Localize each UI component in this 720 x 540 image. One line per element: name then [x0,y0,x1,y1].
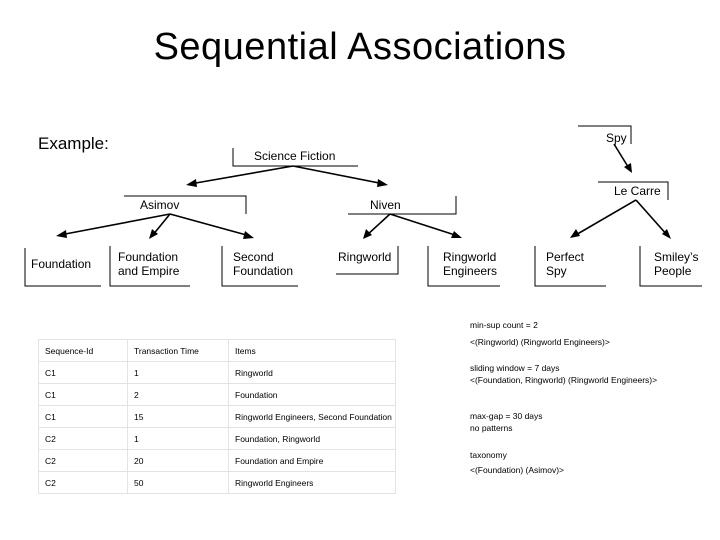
node-foundation-and-empire-line1: Foundation [118,250,179,264]
node-perfect-spy-line1: Perfect [546,250,585,264]
node-second-foundation: Second Foundation [233,250,293,278]
table-row: C2 1 Foundation, Ringworld [38,427,396,450]
edge-niven-ringworld [365,213,391,237]
cell-sequence-id: C2 [38,471,128,494]
node-ringworld: Ringworld [338,250,392,264]
cell-sequence-id: C1 [38,383,128,406]
edge-lecarre-perfect-spy [573,199,637,237]
header-transaction-time: Transaction Time [127,339,229,362]
table-row: C2 50 Ringworld Engineers [38,471,396,494]
node-foundation-and-empire: Foundation and Empire [118,250,179,278]
table-row: C1 15 Ringworld Engineers, Second Founda… [38,405,396,428]
cell-transaction-time: 2 [127,383,229,406]
edge-scifi-asimov [189,165,294,185]
arrowhead-ringworld [363,229,372,239]
note-line: taxonomy [470,450,507,460]
cell-sequence-id: C1 [38,405,128,428]
arrowhead-foundation [56,230,67,238]
edge-asimov-foundation [59,213,171,236]
edge-niven-ringworld-engineers [389,213,459,237]
cell-transaction-time: 1 [127,361,229,384]
arrowhead-niven [377,179,388,187]
cell-transaction-time: 1 [127,427,229,450]
note-line: no patterns [470,423,513,433]
foundation-leaf-bracket [24,248,101,287]
edge-asimov-second-foundation [169,213,251,237]
slide-title: Sequential Associations [153,26,567,68]
science-fiction-bracket [232,148,358,167]
arrowhead-smileys-people [662,229,671,239]
foundation-and-empire-leaf-bracket [109,246,190,287]
cell-items: Foundation, Ringworld [228,427,396,450]
node-science-fiction: Science Fiction [254,149,336,163]
cell-sequence-id: C1 [38,361,128,384]
cell-items: Foundation [228,383,396,406]
cell-items: Ringworld Engineers, Second Foundation [228,405,396,428]
niven-bracket [348,196,457,215]
note-line: min-sup count = 2 [470,320,538,330]
spy-bracket [578,125,632,144]
node-second-foundation-line2: Foundation [233,264,294,278]
arrowhead-second-foundation [243,231,254,239]
node-spy: Spy [606,131,627,145]
node-le-carre: Le Carre [614,184,661,198]
node-ringworld-engineers-line2: Engineers [443,264,498,278]
node-smileys-people-line2: People [654,264,692,278]
perfect-spy-leaf-bracket [534,246,606,287]
node-perfect-spy: Perfect Spy [546,250,584,278]
header-items: Items [228,339,396,362]
node-ringworld-engineers: Ringworld Engineers [443,250,497,278]
note-max-gap: max-gap = 30 days no patterns [470,410,543,434]
asimov-bracket [124,195,247,214]
arrowhead-perfect-spy [570,229,580,238]
node-niven: Niven [370,198,401,212]
node-second-foundation-line1: Second [233,250,274,264]
table-row: C1 2 Foundation [38,383,396,406]
example-label: Example: [38,134,109,153]
ringworld-engineers-leaf-bracket [427,246,500,287]
cell-transaction-time: 50 [127,471,229,494]
ringworld-leaf-bracket [336,246,399,275]
note-min-support: min-sup count = 2 <(Ringworld) (Ringworl… [470,319,610,348]
arrowhead-lecarre [624,163,632,173]
node-perfect-spy-line2: Spy [546,264,567,278]
cell-sequence-id: C2 [38,449,128,472]
arrowhead-ringworld-engineers [451,231,462,238]
note-line: max-gap = 30 days [470,411,543,421]
cell-items: Foundation and Empire [228,449,396,472]
table-row: C1 1 Ringworld [38,361,396,384]
node-smileys-people: Smiley’s People [654,250,698,278]
table-row: C2 20 Foundation and Empire [38,449,396,472]
cell-transaction-time: 20 [127,449,229,472]
cell-sequence-id: C2 [38,427,128,450]
arrowhead-asimov [186,179,197,187]
sequence-table-header: Sequence-Id Transaction Time Items [38,339,396,362]
node-smileys-people-line1: Smiley’s [654,250,699,264]
edge-lecarre-smileys-people [635,199,669,237]
note-line: sliding window = 7 days [470,363,560,373]
header-sequence-id: Sequence-Id [38,339,128,362]
cell-items: Ringworld Engineers [228,471,396,494]
arrowhead-foundation-empire [149,229,158,239]
le-carre-bracket [598,181,669,200]
node-asimov: Asimov [140,198,180,212]
note-taxonomy: taxonomy <(Foundation) (Asimov)> [470,449,564,476]
second-foundation-leaf-bracket [221,246,298,287]
note-line: <(Foundation) (Asimov)> [470,465,565,475]
smileys-people-leaf-bracket [639,246,702,287]
cell-transaction-time: 15 [127,405,229,428]
edge-scifi-niven [292,165,385,185]
note-sliding-window: sliding window = 7 days <(Foundation, Ri… [470,362,657,386]
note-line: <(Foundation, Ringworld) (Ringworld Engi… [470,375,658,385]
node-ringworld-engineers-line1: Ringworld [443,250,497,264]
taxonomy-tree-lines [24,125,702,287]
cell-items: Ringworld [228,361,396,384]
sequence-table: Sequence-Id Transaction Time Items C1 1 … [38,339,396,494]
node-foundation: Foundation [31,257,92,271]
node-foundation-and-empire-line2: and Empire [118,264,180,278]
note-line: <(Ringworld) (Ringworld Engineers)> [470,337,610,347]
